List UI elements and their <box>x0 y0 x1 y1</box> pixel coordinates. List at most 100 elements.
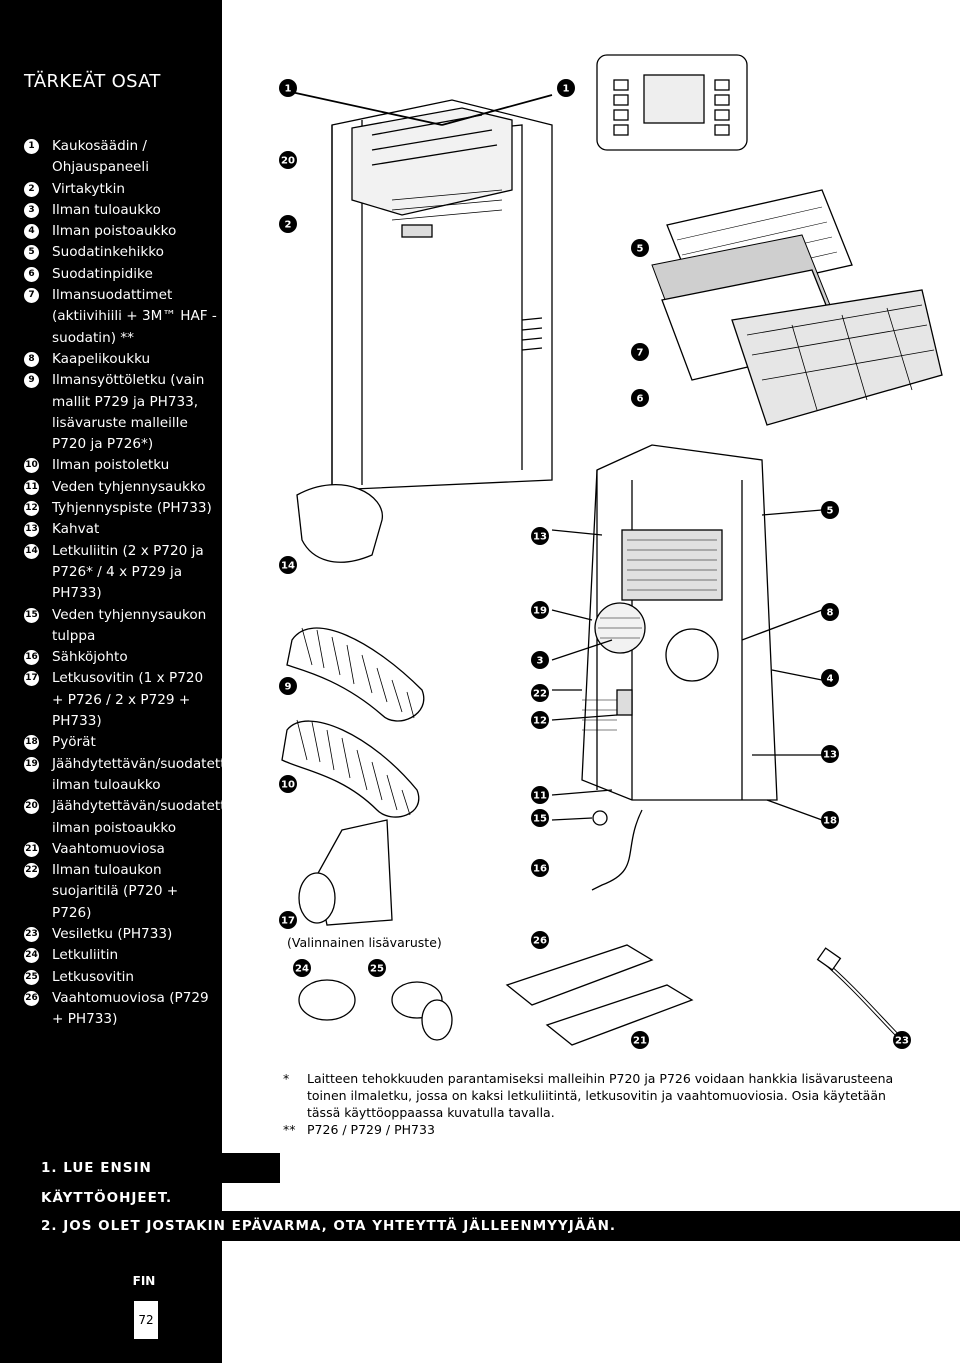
callout-marker: 13 <box>821 745 839 763</box>
part-label: Suodatinkehikko <box>52 244 164 261</box>
part-label: Letkusovitin <box>52 968 135 985</box>
part-label: Kaukosäädin / Ohjauspaneeli <box>52 138 149 176</box>
filters-illustration <box>651 189 943 426</box>
section-title: TÄRKEÄT OSAT <box>24 71 161 92</box>
callout-marker: 14 <box>279 556 297 574</box>
callout-number: 6 <box>637 394 644 405</box>
callout-marker: 1 <box>557 79 575 97</box>
callout-number: 1 <box>563 84 570 95</box>
callout-number: 9 <box>285 682 292 693</box>
part-number-badge: 11 <box>24 479 39 495</box>
callout-marker: 2 <box>279 215 297 233</box>
page-number: 72 <box>133 1300 159 1340</box>
part-number-badge: 15 <box>24 607 39 623</box>
part-number-badge: 1 <box>24 139 39 154</box>
part-item: 17 Letkusovitin (1 x P720 + P726 / 2 x P7… <box>24 668 218 732</box>
notice-read-manual: 1. LUE ENSIN KÄYTTÖOHJEET. <box>0 1153 280 1206</box>
part-item: 11 Veden tyhjennysaukko <box>24 477 218 498</box>
part-number-badge: 12 <box>24 501 39 517</box>
callout-number: 18 <box>823 816 837 827</box>
callout-number: 20 <box>281 156 295 167</box>
callout-marker: 17 <box>279 911 297 929</box>
callout-marker: 22 <box>531 684 549 702</box>
part-number-badge: 19 <box>24 756 39 772</box>
callout-marker: 21 <box>631 1031 649 1049</box>
part-number-badge: 20 <box>24 799 39 815</box>
part-label: Ilman tuloaukko <box>52 201 161 218</box>
callout-marker: 11 <box>531 786 549 804</box>
part-label: Veden tyhjennysaukko <box>52 478 206 495</box>
part-number-badge: 21 <box>24 841 39 857</box>
part-number-badge: 17 <box>24 671 39 687</box>
part-label: Tyhjennyspiste (PH733) <box>52 500 212 517</box>
callout-marker: 3 <box>531 651 549 669</box>
part-label: Suodatinpidike <box>52 265 153 282</box>
optional-accessory-label: (Valinnainen lisävaruste) <box>287 935 442 950</box>
callout-number: 10 <box>281 780 295 791</box>
part-number-badge: 9 <box>24 373 39 389</box>
accessories-illustration <box>298 944 904 1046</box>
callout-marker: 8 <box>821 603 839 621</box>
part-item: 7 Ilmansuodattimet (aktiivihiili + 3M™ HA… <box>24 285 218 349</box>
callout-number: 5 <box>827 506 834 517</box>
footnote-double-star: **P726 / P729 / PH733 <box>283 1122 435 1137</box>
callout-marker: 13 <box>531 527 549 545</box>
part-label: Virtakytkin <box>52 180 126 197</box>
hoses-illustration <box>281 484 425 926</box>
part-label: Letkuliitin <box>52 947 119 964</box>
part-number-badge: 3 <box>24 202 39 218</box>
callout-number: 14 <box>281 561 295 572</box>
callout-number: 1 <box>285 84 292 95</box>
footnotes: *Laitteen tehokkuuden parantamiseksi mal… <box>283 1070 923 1138</box>
control-panel-illustration <box>596 54 748 151</box>
air-conditioner-back-illustration <box>551 444 823 891</box>
callout-number: 4 <box>827 674 834 685</box>
callout-number: 24 <box>295 964 309 975</box>
callout-number: 5 <box>637 244 644 255</box>
part-number-badge: 7 <box>24 288 39 304</box>
callout-marker: 16 <box>531 859 549 877</box>
callout-marker: 19 <box>531 601 549 619</box>
language-badge: FIN <box>128 1269 160 1293</box>
part-label: Vaahtomuoviosa (P729 + PH733) <box>52 989 209 1028</box>
callout-number: 17 <box>281 916 295 927</box>
part-label: Jäähdytettävän/suodatettavan ilman tuloa… <box>52 755 259 793</box>
callout-marker: 18 <box>821 811 839 829</box>
part-label: Letkusovitin (1 x P720 + P726 / 2 x P729… <box>52 670 204 730</box>
part-label: Vesiletku (PH733) <box>52 925 173 942</box>
callout-marker: 5 <box>821 501 839 519</box>
part-number-badge: 16 <box>24 650 39 666</box>
part-number-badge: 18 <box>24 735 39 751</box>
callout-marker: 15 <box>531 809 549 827</box>
part-number-badge: 4 <box>24 224 39 240</box>
callout-number: 8 <box>827 608 834 619</box>
part-label: Vaahtomuoviosa <box>52 840 165 857</box>
part-label: Ilmansuodattimet (aktiivihiili + 3M™ HAF… <box>52 287 217 346</box>
callout-number: 26 <box>533 936 547 947</box>
callout-marker: 12 <box>531 711 549 729</box>
part-item: 22 Ilman tuloaukon suojaritilä (P720 + P7… <box>24 860 218 924</box>
part-item: 25 Letkusovitin <box>24 967 218 988</box>
callout-number: 23 <box>895 1036 909 1047</box>
callout-marker: 25 <box>368 959 386 977</box>
part-number-badge: 8 <box>24 351 39 367</box>
callout-number: 13 <box>533 532 547 543</box>
part-label: Kaapelikoukku <box>52 350 151 367</box>
callout-marker: 9 <box>279 677 297 695</box>
callout-number: 25 <box>370 964 384 975</box>
part-label: Letkuliitin (2 x P720 ja P726* / 4 x P72… <box>52 542 204 602</box>
part-label: Ilman tuloaukon suojaritilä (P720 + P726… <box>52 862 179 921</box>
part-number-badge: 22 <box>24 863 39 879</box>
part-number-badge: 25 <box>24 969 39 985</box>
